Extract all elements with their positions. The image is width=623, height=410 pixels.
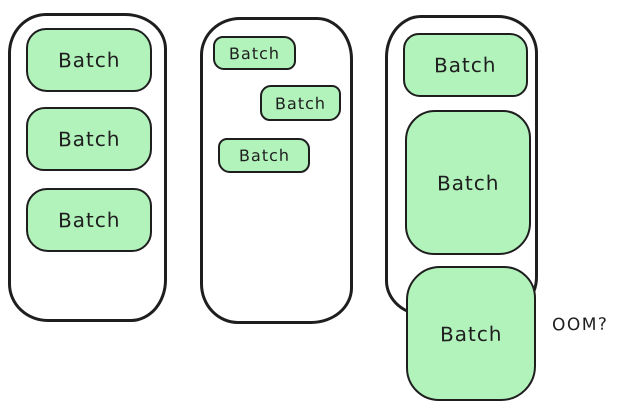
batch-label: Batch [274,93,327,113]
batch-label: Batch [57,126,121,152]
oom-annotation: OOM? [551,314,609,336]
batch-box: Batch [213,36,296,70]
batch-box: Batch [218,138,310,173]
batch-box: Batch [260,85,341,121]
batch-box: Batch [405,110,531,255]
memory-container-2: Batch Batch Batch [200,17,353,324]
batch-label: Batch [439,321,503,346]
batch-label: Batch [57,207,121,233]
batch-box-overflowing: Batch [406,266,536,401]
batch-label: Batch [436,170,500,195]
memory-container-1: Batch Batch Batch [8,13,167,322]
batch-label: Batch [57,47,121,73]
batch-box: Batch [26,28,152,92]
batch-label: Batch [228,43,281,63]
memory-container-3: Batch Batch Batch [385,15,538,401]
batch-box: Batch [26,188,152,252]
batch-box: Batch [26,107,152,171]
batch-label: Batch [434,52,497,78]
batch-label: Batch [238,145,290,166]
batch-box: Batch [403,33,528,97]
